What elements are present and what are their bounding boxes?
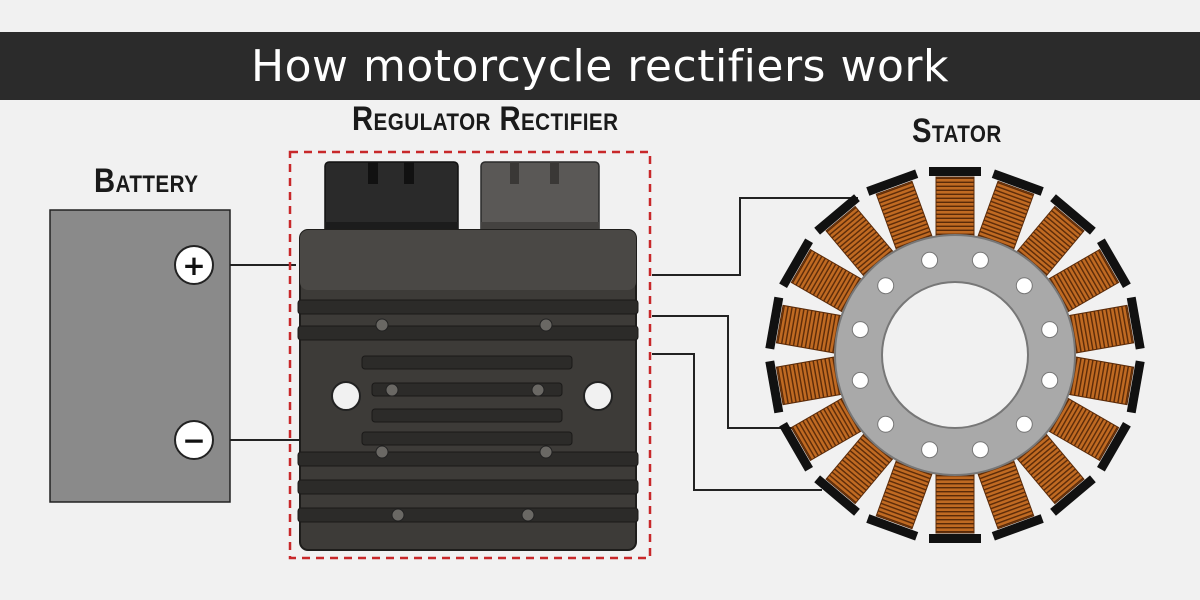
stator-bolt-hole xyxy=(971,251,989,269)
stator-coil xyxy=(765,355,849,414)
stator-coils xyxy=(765,167,1145,543)
regulator-dashed-outline xyxy=(288,150,652,560)
stator-bolt-hole xyxy=(921,251,939,269)
negative-terminal: − xyxy=(174,420,214,460)
stator-coil xyxy=(866,453,936,541)
battery: + − xyxy=(49,209,231,503)
stator-bolt-hole xyxy=(1041,321,1059,339)
positive-terminal: + xyxy=(174,245,214,285)
regulator-rectifier-label: Regulator Rectifier xyxy=(352,100,619,138)
negative-symbol: − xyxy=(182,424,205,457)
regulator-rectifier xyxy=(297,161,639,551)
positive-symbol: + xyxy=(182,249,205,282)
battery-label: Battery xyxy=(94,162,199,200)
page-title: How motorcycle rectifiers work xyxy=(251,40,949,92)
stator-coil xyxy=(929,167,981,244)
stator-bolt-hole xyxy=(1041,371,1059,389)
title-bar: How motorcycle rectifiers work xyxy=(0,32,1200,100)
stator-coil xyxy=(929,466,981,543)
stator-label: Stator xyxy=(912,112,1002,150)
connector-grey xyxy=(480,161,600,235)
mounting-hole-left xyxy=(331,381,361,411)
stator-wires xyxy=(652,197,858,491)
stator-bolt-hole xyxy=(971,441,989,459)
stator-bolt-hole xyxy=(851,371,869,389)
stator-bolt-hole xyxy=(877,277,895,295)
stator-bolt-holes xyxy=(851,251,1059,459)
connector-black xyxy=(324,161,459,235)
stator-bolt-hole xyxy=(1015,415,1033,433)
stator-bolt-hole xyxy=(921,441,939,459)
stator-coil xyxy=(1061,296,1145,355)
stator-bolt-hole xyxy=(1015,277,1033,295)
stator-coil xyxy=(765,296,849,355)
stator-bolt-hole xyxy=(877,415,895,433)
stator xyxy=(765,167,1145,543)
stator-bolt-hole xyxy=(851,321,869,339)
stator-center-hole xyxy=(881,281,1029,429)
stator-coil xyxy=(974,453,1044,541)
mounting-hole-right xyxy=(583,381,613,411)
